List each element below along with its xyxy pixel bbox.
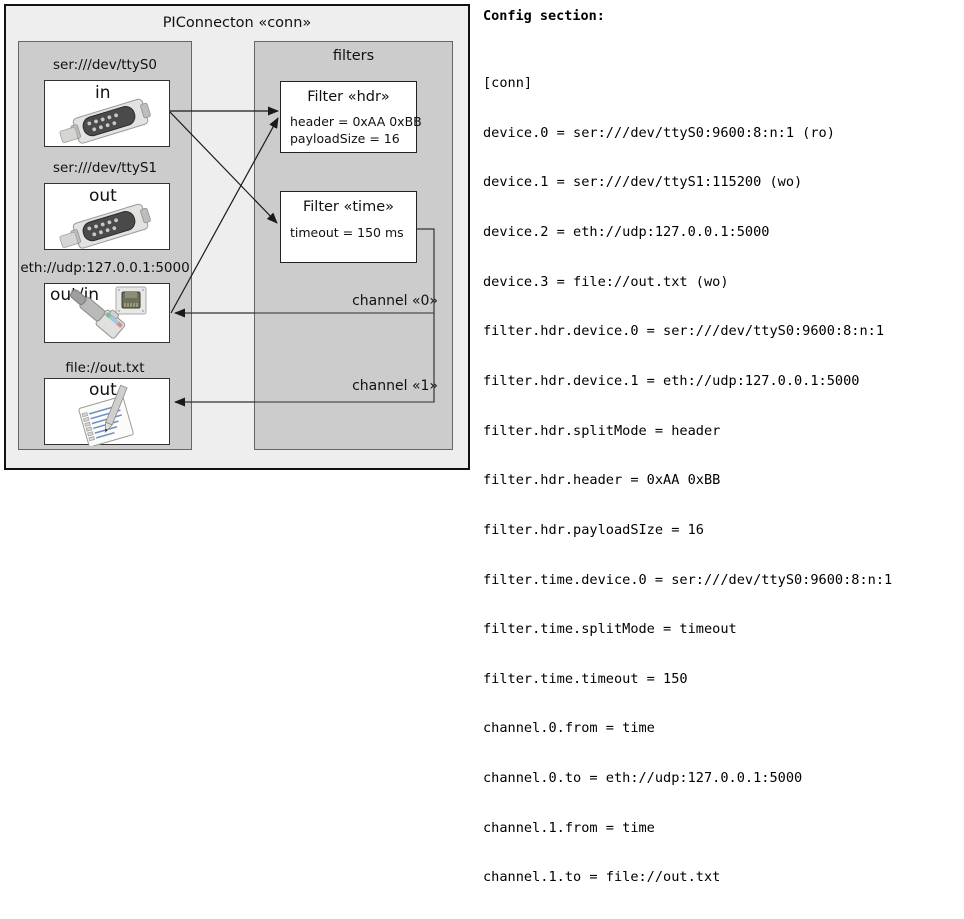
config-line: device.2 = eth://udp:127.0.0.1:5000 <box>483 224 770 241</box>
config-line: device.0 = ser:///dev/ttyS0:9600:8:n:1 (… <box>483 124 835 141</box>
config-line: filter.time.timeout = 150 <box>483 670 688 687</box>
device-box-ttys0[interactable]: in <box>44 80 170 147</box>
architecture-diagram: PIConnecton «conn» filters ser:///dev/tt… <box>0 0 476 484</box>
channel-label-1: channel «1» <box>352 378 438 394</box>
config-line: filter.hdr.device.0 = ser:///dev/ttyS0:9… <box>483 323 885 340</box>
device-box-ttys1[interactable]: out <box>44 183 170 250</box>
config-line: channel.0.from = time <box>483 720 655 737</box>
config-section: Config section: [conn] device.0 = ser://… <box>483 0 964 885</box>
filter-time-title: Filter «time» <box>302 199 395 215</box>
diagram-title: PIConnecton «conn» <box>162 15 312 31</box>
document-icon <box>78 384 134 446</box>
filter-hdr-attr-payloadsize: payloadSize = 16 <box>290 131 400 146</box>
config-line: filter.hdr.device.1 = eth://udp:127.0.0.… <box>483 372 860 389</box>
config-line: [conn] <box>483 75 533 92</box>
device-box-eth[interactable]: out/in <box>44 283 170 343</box>
config-line: filter.hdr.header = 0xAA 0xBB <box>483 472 721 489</box>
channel-label-0: channel «0» <box>352 293 438 309</box>
serial-port-icon <box>59 98 151 144</box>
filters-panel-title: filters <box>332 48 375 64</box>
config-line: filter.hdr.payloadSIze = 16 <box>483 521 704 538</box>
config-line: channel.0.to = eth://udp:127.0.0.1:5000 <box>483 770 803 787</box>
config-line: filter.time.device.0 = ser:///dev/ttyS0:… <box>483 571 893 588</box>
ethernet-icon <box>69 286 147 339</box>
filter-time-attr-timeout: timeout = 150 ms <box>290 225 404 240</box>
device-io-ttys0: in <box>95 83 111 103</box>
config-line: filter.hdr.splitMode = header <box>483 422 721 439</box>
filter-hdr-attr-header: header = 0xAA 0xBB <box>290 114 422 129</box>
device-box-file[interactable]: out <box>44 378 170 446</box>
device-label-eth: eth://udp:127.0.0.1:5000 <box>20 260 190 276</box>
device-label-file: file://out.txt <box>65 360 145 376</box>
config-line: filter.time.splitMode = timeout <box>483 621 737 638</box>
config-line: channel.1.from = time <box>483 819 655 836</box>
filter-box-hdr[interactable]: Filter «hdr» header = 0xAA 0xBB payloadS… <box>280 81 422 153</box>
filter-hdr-title: Filter «hdr» <box>307 89 390 105</box>
device-label-ttys1: ser:///dev/ttyS1 <box>53 160 157 176</box>
config-line: channel.1.to = file://out.txt <box>483 869 721 886</box>
device-io-ttys1: out <box>89 186 117 206</box>
config-line: device.3 = file://out.txt (wo) <box>483 273 729 290</box>
device-label-ttys0: ser:///dev/ttyS0 <box>53 57 157 73</box>
filter-box-time[interactable]: Filter «time» timeout = 150 ms <box>280 191 417 263</box>
config-line: device.1 = ser:///dev/ttyS1:115200 (wo) <box>483 174 803 191</box>
serial-port-icon <box>59 203 151 249</box>
config-text-block: [conn] device.0 = ser:///dev/ttyS0:9600:… <box>483 42 892 919</box>
device-io-file: out <box>89 380 117 400</box>
config-heading: Config section: <box>483 8 605 24</box>
